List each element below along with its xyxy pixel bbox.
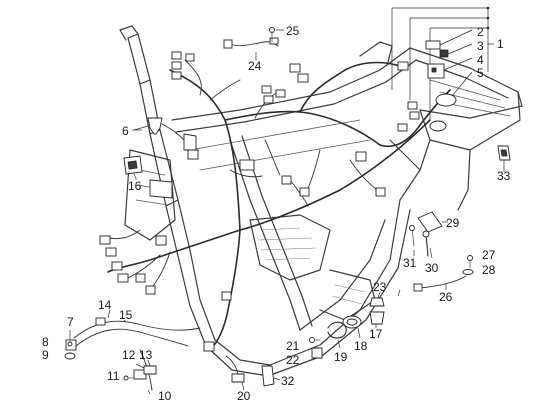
label-part-10: 10	[158, 389, 172, 403]
label-part-23: 23	[373, 280, 387, 294]
part-26-cable	[413, 275, 467, 292]
part-7-connector	[65, 330, 77, 351]
part-number-labels: 2 1 3 4 5 25 24 6 16 33 29 27 31 30 28 2…	[42, 24, 511, 403]
connectors	[99, 51, 420, 352]
part-14-15-cable	[73, 309, 201, 347]
part-22-bracket	[311, 347, 323, 359]
part-12-13-bracket	[135, 359, 157, 375]
label-part-12: 12	[122, 348, 136, 362]
label-part-7: 7	[67, 315, 74, 329]
label-part-31: 31	[403, 256, 417, 270]
label-part-20: 20	[237, 389, 251, 403]
label-part-30: 30	[425, 261, 439, 275]
label-part-22: 22	[286, 353, 300, 367]
part-33-clip	[497, 145, 511, 170]
part-9-grommet	[64, 352, 76, 360]
part-2-shape	[425, 40, 441, 50]
part-8-screw	[67, 341, 73, 347]
part-19-clamp	[327, 321, 347, 349]
label-part-21: 21	[286, 339, 300, 353]
part-32-clip	[261, 365, 281, 387]
label-part-16: 16	[128, 179, 142, 193]
label-part-25: 25	[286, 24, 300, 38]
part-24-sensor	[223, 37, 279, 60]
label-part-29: 29	[446, 216, 460, 230]
label-part-4: 4	[477, 53, 484, 67]
label-part-13: 13	[139, 348, 153, 362]
label-part-1: 1	[497, 37, 504, 51]
part-18-ring	[342, 315, 362, 339]
part-6-sensor	[133, 117, 197, 151]
label-part-18: 18	[354, 339, 368, 353]
part-30-bolt	[422, 230, 433, 259]
part-17-sensor	[369, 311, 385, 328]
part-3-shape	[439, 49, 449, 58]
label-part-28: 28	[482, 263, 496, 277]
part-28-washer	[462, 269, 474, 275]
label-part-26: 26	[439, 290, 453, 304]
scooter-frame	[119, 25, 523, 377]
label-part-19: 19	[334, 350, 348, 364]
part-31-screw	[409, 225, 415, 256]
label-leaders	[132, 129, 505, 297]
label-part-17: 17	[369, 327, 383, 341]
label-part-32: 32	[281, 374, 295, 388]
label-part-27: 27	[482, 248, 496, 262]
part-29-bracket	[417, 211, 448, 233]
part-21-screw	[309, 337, 321, 343]
label-part-15: 15	[119, 308, 133, 322]
part-23-cap	[369, 291, 385, 307]
part-20-sensor	[225, 355, 245, 391]
part-16-clip	[123, 155, 143, 179]
part-5-ring-a	[435, 93, 457, 107]
part-11-screw	[123, 375, 135, 381]
label-part-11: 11	[107, 369, 120, 383]
label-part-9: 9	[42, 348, 49, 362]
part-25-screw	[269, 27, 284, 43]
label-part-5: 5	[477, 66, 484, 80]
part-27-screw	[467, 255, 473, 269]
label-part-8: 8	[42, 335, 49, 349]
label-part-6: 6	[122, 124, 129, 138]
label-part-33: 33	[497, 169, 511, 183]
label-part-2: 2	[477, 25, 484, 39]
label-part-14: 14	[98, 298, 112, 312]
label-part-24: 24	[248, 59, 262, 73]
part-5-ring-b	[429, 120, 447, 132]
label-part-3: 3	[477, 39, 484, 53]
part-group-1-5	[391, 6, 494, 132]
